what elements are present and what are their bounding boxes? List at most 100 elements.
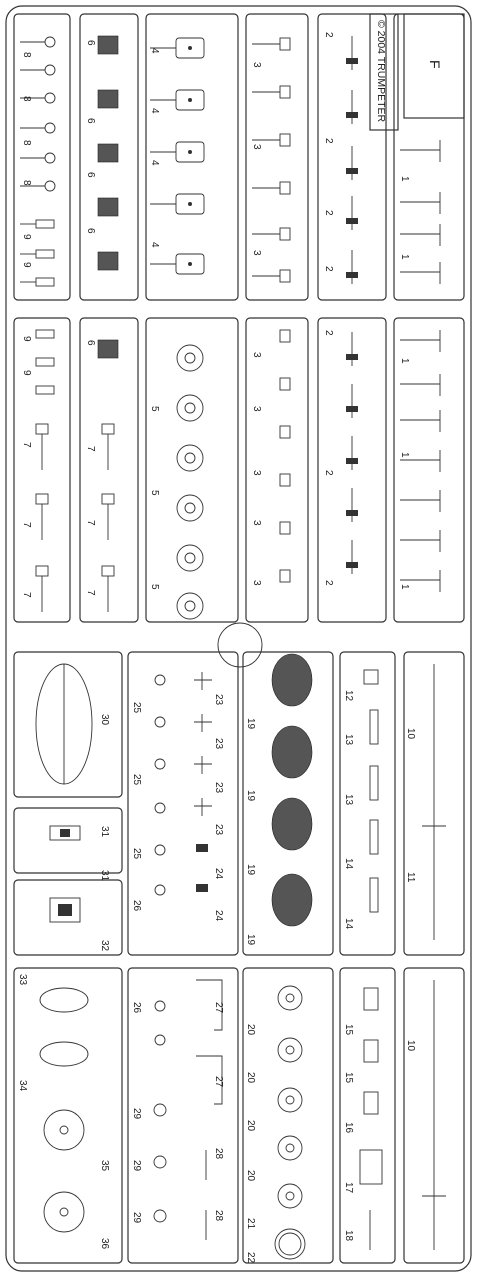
part-label: 15 [343, 1072, 354, 1084]
part-label: 26 [131, 900, 142, 912]
parts-c7 [422, 664, 446, 940]
part-label: 13 [343, 794, 354, 806]
part-label: 20 [245, 1024, 256, 1036]
part-label: 14 [343, 918, 354, 930]
part-label: 2 [323, 266, 334, 272]
part-label: 4 [149, 48, 160, 54]
part-label: 4 [149, 108, 160, 114]
part-label: 3 [251, 352, 262, 358]
parts-d3 [274, 985, 306, 1260]
part-label: 7 [85, 446, 96, 452]
parts-a2 [97, 35, 119, 271]
panel-d3 [242, 967, 334, 1264]
copyright-text: © 2004 TRUMPETER [375, 20, 387, 122]
part-label: 34 [17, 1080, 28, 1092]
sprue-center-circle [217, 622, 263, 668]
part-label: 2 [323, 580, 334, 586]
part-label: 6 [85, 172, 96, 178]
part-label: 2 [323, 32, 334, 38]
part-label: 31 [99, 870, 110, 882]
part-label: 23 [213, 738, 224, 750]
panel-a4 [245, 13, 309, 301]
sprue-letter-box [403, 13, 465, 119]
panel-d2 [127, 967, 239, 1264]
part-label: 1 [399, 176, 410, 182]
part-label: 36 [99, 1238, 110, 1250]
copyright-box [369, 13, 399, 131]
part-label: 9 [21, 336, 32, 342]
panel-c5 [242, 651, 334, 956]
parts-a6 [400, 140, 441, 284]
part-label: 19 [245, 934, 256, 946]
parts-a4 [252, 37, 291, 283]
part-label: 29 [131, 1160, 142, 1172]
panel-c6 [339, 651, 396, 956]
part-label: 3 [251, 406, 262, 412]
part-label: 2 [323, 330, 334, 336]
panel-c7 [403, 651, 465, 956]
part-label: 23 [213, 694, 224, 706]
part-label: 6 [85, 118, 96, 124]
part-label: 6 [85, 340, 96, 346]
parts-d4 [359, 987, 383, 1250]
sprue-letter: F [427, 60, 443, 69]
panel-c3 [13, 879, 123, 956]
part-label: 3 [251, 144, 262, 150]
part-label: 8 [21, 96, 32, 102]
part-label: 3 [251, 520, 262, 526]
panel-c2 [13, 807, 123, 874]
part-label: 5 [149, 406, 160, 412]
part-label: 33 [17, 974, 28, 986]
panel-c1 [13, 651, 123, 798]
panel-a1 [13, 13, 71, 301]
part-label: 8 [21, 52, 32, 58]
part-label: 3 [251, 470, 262, 476]
parts-b3 [176, 344, 204, 620]
part-label: 10 [405, 728, 416, 740]
panel-a2 [79, 13, 139, 301]
panel-b2 [79, 317, 139, 623]
panel-d1 [13, 967, 123, 1264]
part-label: 2 [323, 138, 334, 144]
part-label: 1 [399, 584, 410, 590]
part-label: 1 [399, 254, 410, 260]
parts-c1 [35, 663, 93, 785]
part-label: 8 [21, 140, 32, 146]
part-label: 4 [149, 160, 160, 166]
panel-d5 [403, 967, 465, 1264]
part-label: 19 [245, 718, 256, 730]
part-label: 19 [245, 864, 256, 876]
part-label: 7 [21, 592, 32, 598]
part-label: 11 [405, 872, 416, 883]
part-label: 23 [213, 782, 224, 794]
part-label: 1 [399, 358, 410, 364]
part-label: 22 [245, 1252, 256, 1264]
part-label: 15 [343, 1024, 354, 1036]
part-label: 7 [21, 442, 32, 448]
part-label: 8 [21, 180, 32, 186]
part-label: 21 [245, 1218, 256, 1230]
part-label: 10 [405, 1040, 416, 1052]
part-label: 9 [21, 370, 32, 376]
part-label: 31 [99, 826, 110, 838]
part-label: 25 [131, 848, 142, 860]
panel-d4 [339, 967, 396, 1264]
part-label: 3 [251, 62, 262, 68]
parts-b2 [97, 339, 119, 612]
part-label: 26 [131, 1002, 142, 1014]
parts-d1 [39, 987, 89, 1233]
part-label: 5 [149, 584, 160, 590]
part-label: 2 [323, 470, 334, 476]
part-label: 28 [213, 1210, 224, 1222]
panel-b3 [145, 317, 239, 623]
part-label: 4 [149, 242, 160, 248]
parts-b5 [346, 332, 358, 574]
part-label: 25 [131, 702, 142, 714]
parts-a3 [150, 37, 205, 275]
part-label: 20 [245, 1170, 256, 1182]
part-label: 9 [21, 234, 32, 240]
part-label: 30 [99, 714, 110, 726]
part-label: 7 [85, 520, 96, 526]
part-label: 13 [343, 734, 354, 746]
